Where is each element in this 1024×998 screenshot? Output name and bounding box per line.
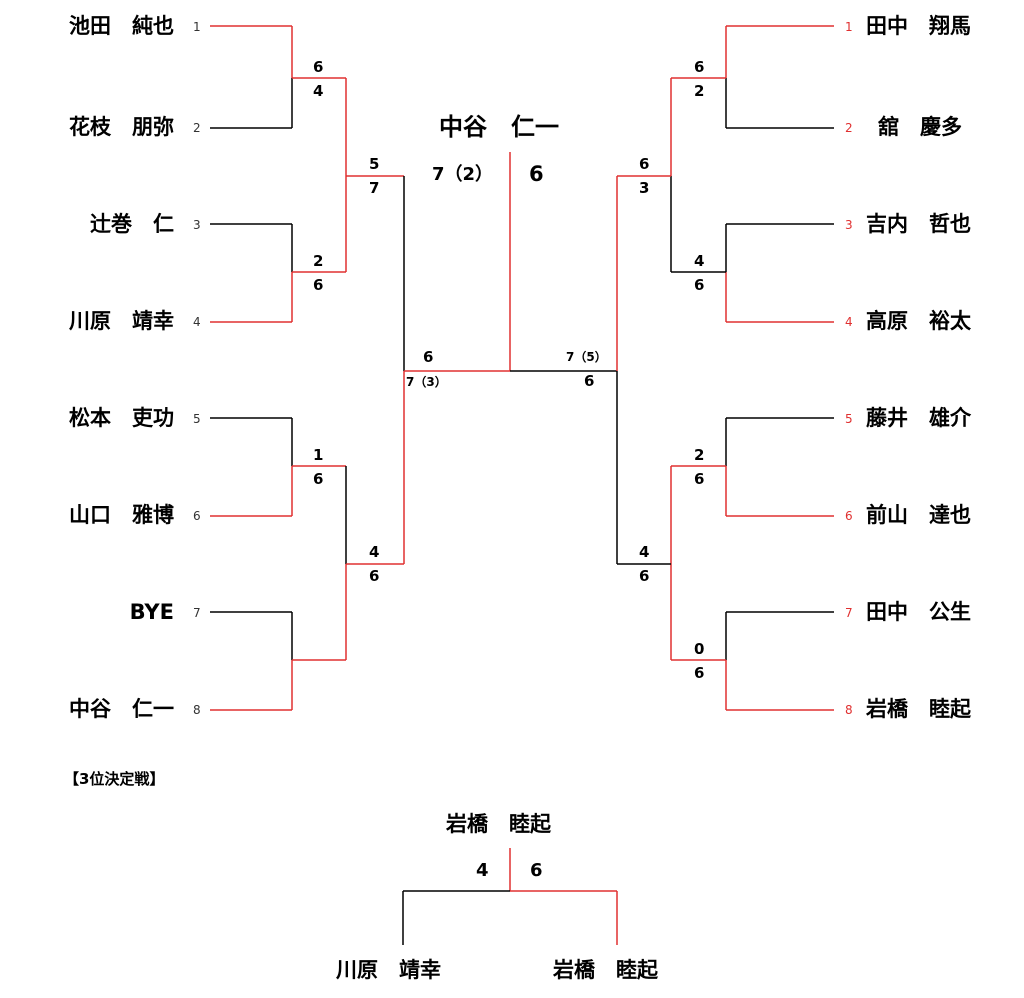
right-seed-number: 5 [845,412,853,426]
third-place-left-player: 川原 靖幸 [336,958,441,982]
right-player-name: 吉内 哲也 [866,212,971,236]
left-r1-score-bottom: 4 [313,82,324,100]
left-semi-score-top: 6 [423,348,434,366]
left-player-name: 川原 靖幸 [69,309,174,333]
third-place-winner: 岩橋 睦起 [446,812,551,836]
left-seed-number: 4 [193,315,201,329]
left-seed-number: 8 [193,703,201,717]
right-player-name: 高原 裕太 [866,309,971,333]
left-seed-number: 6 [193,509,201,523]
left-r1-score-top: 1 [313,446,324,464]
left-r1-score-bottom: 6 [313,470,324,488]
left-player-name: BYE [129,600,174,624]
right-player-name: 田中 翔馬 [866,14,971,38]
right-r1-score-bottom: 6 [694,664,705,682]
right-r1-score-top: 4 [694,252,705,270]
left-r2-score-bottom: 7 [369,179,380,197]
right-player-name: 田中 公生 [866,600,971,624]
third-place-score-right: 6 [530,860,543,881]
left-semi-score-bottom: 7（3） [406,375,447,389]
right-player-name: 藤井 雄介 [866,406,971,430]
left-r2-score-bottom: 6 [369,567,380,585]
right-player-name: 舘 慶多 [878,115,962,139]
left-player-name: 池田 純也 [69,14,174,38]
left-r2-score-top: 4 [369,543,380,561]
right-seed-number: 8 [845,703,853,717]
left-r1-score-top: 6 [313,58,324,76]
right-r1-score-top: 6 [694,58,705,76]
third-place-right-player: 岩橋 睦起 [553,958,658,982]
left-seed-number: 2 [193,121,201,135]
final-score-right: 6 [529,162,544,186]
left-r2-score-top: 5 [369,155,380,173]
right-r1-score-top: 2 [694,446,705,464]
right-semi-score-top: 7（5） [566,350,607,364]
left-player-name: 辻巻 仁 [90,212,174,236]
right-r1-score-bottom: 6 [694,276,705,294]
right-r1-score-top: 0 [694,640,705,658]
third-place-heading: 【3位決定戦】 [64,770,165,788]
right-r2-score-top: 6 [639,155,650,173]
right-r2-score-bottom: 6 [639,567,650,585]
left-seed-number: 1 [193,20,201,34]
right-seed-number: 3 [845,218,853,232]
champion-name: 中谷 仁一 [439,113,559,141]
right-seed-number: 2 [845,121,853,135]
right-r1-score-bottom: 6 [694,470,705,488]
left-seed-number: 3 [193,218,201,232]
right-r2-score-bottom: 3 [639,179,650,197]
right-player-name: 前山 達也 [866,503,971,527]
third-place-score-left: 4 [476,860,489,881]
left-player-name: 松本 吏功 [69,406,174,430]
right-seed-number: 1 [845,20,853,34]
left-player-name: 山口 雅博 [69,503,174,527]
left-r1-score-top: 2 [313,252,324,270]
right-seed-number: 6 [845,509,853,523]
left-r1-score-bottom: 6 [313,276,324,294]
final-score-left: 7（2） [432,164,494,185]
right-semi-score-bottom: 6 [584,372,595,390]
left-player-name: 中谷 仁一 [69,697,174,721]
left-seed-number: 7 [193,606,201,620]
right-r1-score-bottom: 2 [694,82,705,100]
right-seed-number: 7 [845,606,853,620]
right-player-name: 岩橋 睦起 [866,697,971,721]
right-r2-score-top: 4 [639,543,650,561]
left-player-name: 花枝 朋弥 [69,115,174,139]
left-seed-number: 5 [193,412,201,426]
right-seed-number: 4 [845,315,853,329]
